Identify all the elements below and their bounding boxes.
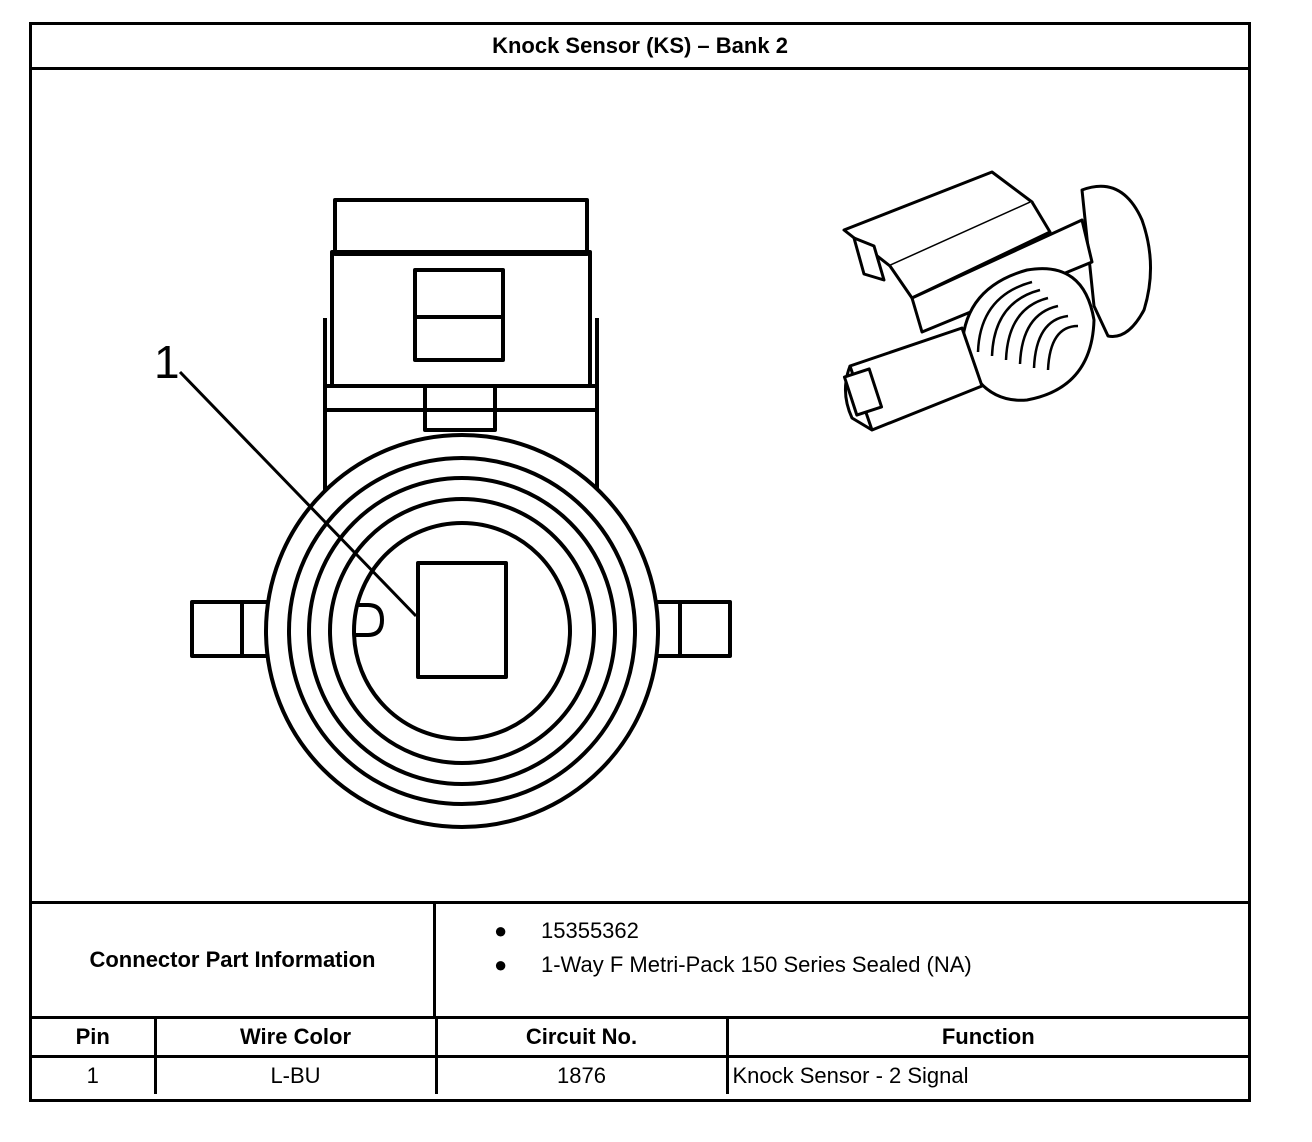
outer-seal-ring [264,433,660,829]
part-number: 15355362 [541,918,639,943]
connector-isometric-view [842,170,1152,432]
header-function: Function [725,1019,1248,1058]
sheet-title: Knock Sensor (KS) – Bank 2 [32,25,1248,70]
header-wire-color: Wire Color [153,1019,438,1058]
connector-description: 1-Way F Metri-Pack 150 Series Sealed (NA… [541,952,972,977]
connector-sheet: Knock Sensor (KS) – Bank 2 [29,22,1251,1102]
cell-pin: 1 [32,1055,157,1094]
pin-table: Pin Wire Color Circuit No. Function 1 L-… [32,1019,1248,1094]
connector-cap [910,218,1094,334]
connector-top-cap [333,198,589,256]
terminal-opening [842,367,884,417]
latch-end [852,236,886,282]
connector-face-view [178,198,732,829]
cell-wire-color: L-BU [153,1055,438,1094]
seal-ring-3 [307,476,617,786]
rear-body [1080,184,1152,338]
inner-seal-ring [328,497,596,765]
pin-1-callout-label: 1 [154,336,180,388]
bullet-icon: ● [494,952,508,977]
connector-part-info-list: ● 15355362 ● 1-Way F Metri-Pack 150 Seri… [436,914,1248,982]
pin-table-header-row: Pin Wire Color Circuit No. Function [32,1019,1248,1058]
connector-drawing-area: 1 [32,70,1248,902]
list-item: ● 15355362 [436,914,1248,948]
connector-part-info-label: Connector Part Information [32,904,436,1016]
cell-function: Knock Sensor - 2 Signal [725,1055,1248,1094]
pin-1-terminal [416,561,508,679]
table-row: 1 L-BU 1876 Knock Sensor - 2 Signal [32,1055,1248,1094]
list-item: ● 1-Way F Metri-Pack 150 Series Sealed (… [436,948,1248,982]
bullet-icon: ● [494,918,508,943]
cell-circuit-no: 1876 [434,1055,729,1094]
pin-1-leader-line [178,370,418,618]
header-pin: Pin [32,1019,157,1058]
header-circuit-no: Circuit No. [434,1019,729,1058]
connector-part-info-row: Connector Part Information ● 15355362 ● … [32,901,1248,1019]
connector-drawing: 1 [154,170,1152,829]
terminal-cavity-wall [352,521,572,741]
keying-notch [356,603,384,637]
seal-ring-2 [287,456,637,806]
